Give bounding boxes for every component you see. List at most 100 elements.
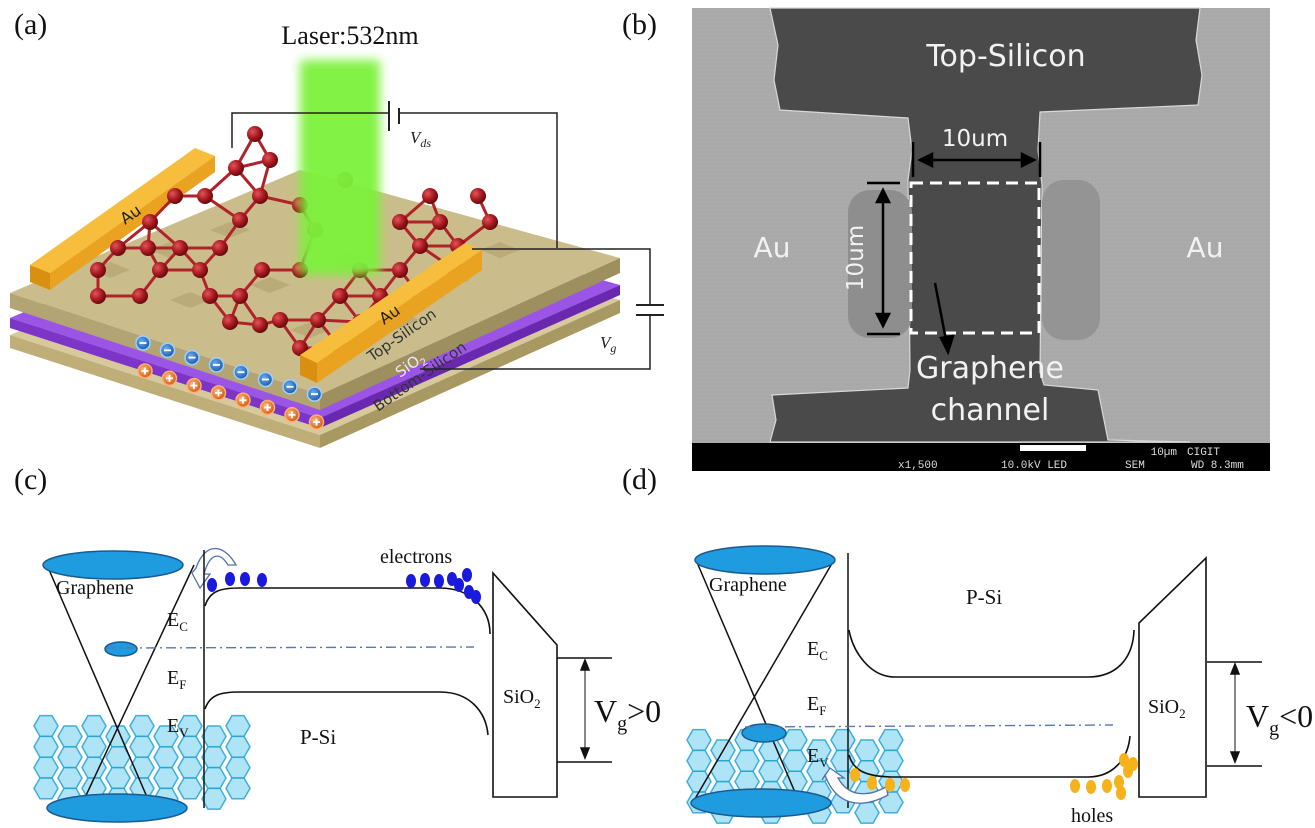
carbon-atom	[262, 152, 278, 168]
electron	[471, 590, 481, 604]
width-dimension-label: 10um	[942, 126, 1008, 152]
hexagon-cell	[225, 756, 251, 779]
hexagon-cell	[105, 766, 131, 790]
channel-label-line2: channel	[931, 393, 1050, 428]
hexagon-cell	[177, 777, 203, 800]
positive-charge	[284, 407, 300, 423]
top-silicon-layer	[10, 170, 620, 395]
sem-graphene-overlap-right	[1042, 180, 1100, 340]
cone-top-ellipse	[694, 545, 836, 575]
electron	[257, 573, 267, 587]
width-dimension	[911, 142, 1042, 177]
carbon-atom	[232, 288, 248, 304]
hexagon-cell	[686, 770, 712, 793]
hexagon-cell	[57, 766, 83, 790]
sem-top-silicon-label: Top-Silicon	[925, 39, 1085, 74]
negative-charge	[135, 335, 151, 351]
carbon-atom	[422, 188, 438, 204]
vg-circuit	[420, 248, 664, 370]
ev-label: EV	[807, 745, 829, 770]
positive-charge	[137, 363, 153, 379]
carbon-atom	[252, 188, 268, 204]
height-dimension	[867, 181, 900, 336]
sem-top-silicon-region	[769, 7, 1203, 443]
semiconductor-label: P-Si	[300, 725, 336, 749]
hole	[1086, 780, 1096, 794]
electron	[420, 573, 430, 587]
channel-label-line1: Graphene	[916, 351, 1064, 386]
hole	[1070, 779, 1080, 793]
panel-label-c: (c)	[14, 463, 48, 496]
hexagon-cell	[225, 714, 251, 738]
hexagon-cell	[758, 739, 784, 762]
hexagon-cell	[854, 801, 880, 824]
valence-band	[204, 691, 489, 736]
sem-voltage: 10.0kV LED	[1001, 460, 1067, 472]
hexagon-cell	[878, 728, 904, 752]
carbon-atom	[482, 214, 498, 230]
hexagon-cell	[686, 749, 712, 772]
hole	[900, 778, 910, 792]
carbon-atom	[197, 188, 213, 204]
sem-au-left-label: Au	[754, 231, 791, 264]
carbon-atom	[110, 240, 126, 256]
hole	[850, 768, 860, 782]
conduction-band	[204, 587, 491, 635]
carbon-atom	[310, 312, 326, 328]
hexagon-cell	[153, 746, 179, 769]
negative-charge	[184, 349, 200, 366]
carbon-atom	[228, 160, 244, 176]
holes	[850, 753, 1138, 800]
electron	[240, 572, 250, 586]
carbon-atom	[202, 288, 218, 304]
hole	[1119, 753, 1129, 767]
vds-circuit	[231, 101, 558, 248]
dirac-cone	[690, 545, 836, 818]
hexagon-cell	[201, 725, 227, 748]
negative-charge	[233, 364, 249, 380]
carbon-atom	[132, 288, 148, 304]
negative-charge	[257, 371, 274, 388]
panel-label-a: (a)	[14, 8, 48, 41]
height-dimension-label: 10um	[843, 225, 869, 291]
oxide-label: SiO2	[1148, 696, 1186, 721]
hexagon-cell	[758, 760, 784, 783]
gate-voltage-label: Vg<0	[1246, 698, 1313, 740]
carbon-atom	[247, 126, 263, 142]
hole	[867, 776, 877, 790]
hole	[885, 778, 895, 792]
carbon-atom	[272, 312, 288, 328]
panel-a-device-schematic: Laser:532nm Au	[10, 21, 664, 448]
hexagon-cell	[153, 766, 179, 790]
hexagon-cell	[201, 787, 227, 810]
electron	[434, 574, 444, 588]
hexagon-cell	[225, 777, 251, 800]
cone-bottom-ellipse	[46, 793, 188, 823]
hexagon-cell	[33, 735, 59, 758]
ec-label: EC	[167, 609, 188, 634]
carbon-atom	[332, 288, 348, 304]
sem-org-label: CIGIT	[1187, 447, 1220, 459]
sem-mode: SEM	[1125, 460, 1145, 472]
hexagon-cell	[734, 749, 760, 772]
graphene-label: Graphene	[56, 577, 134, 599]
hexagon-cell	[854, 739, 880, 762]
hexagon-cell	[33, 756, 59, 779]
laser-label: Laser:532nm	[281, 21, 418, 50]
electron	[225, 572, 235, 586]
carbon-atom	[90, 288, 106, 304]
sem-scale-label: 10µm	[1151, 447, 1178, 459]
carbon-atom	[167, 188, 183, 204]
hexagon-cell	[177, 756, 203, 779]
panel-d-band-diagram: Graphene P-Si P-Si EC EF EV holes SiO2 V…	[686, 545, 1313, 827]
hexagon-cell	[57, 725, 83, 748]
oxide-label: SiO2	[503, 686, 541, 711]
hexagon-cell	[830, 728, 856, 752]
graphene-label: Graphene	[709, 574, 787, 596]
ec-label: EC	[807, 638, 828, 663]
hexagon-cell	[81, 735, 107, 758]
hole	[1116, 786, 1126, 800]
cone-top-ellipse	[42, 550, 184, 580]
hexagon-cell	[33, 714, 59, 738]
conduction-band	[848, 629, 1135, 678]
